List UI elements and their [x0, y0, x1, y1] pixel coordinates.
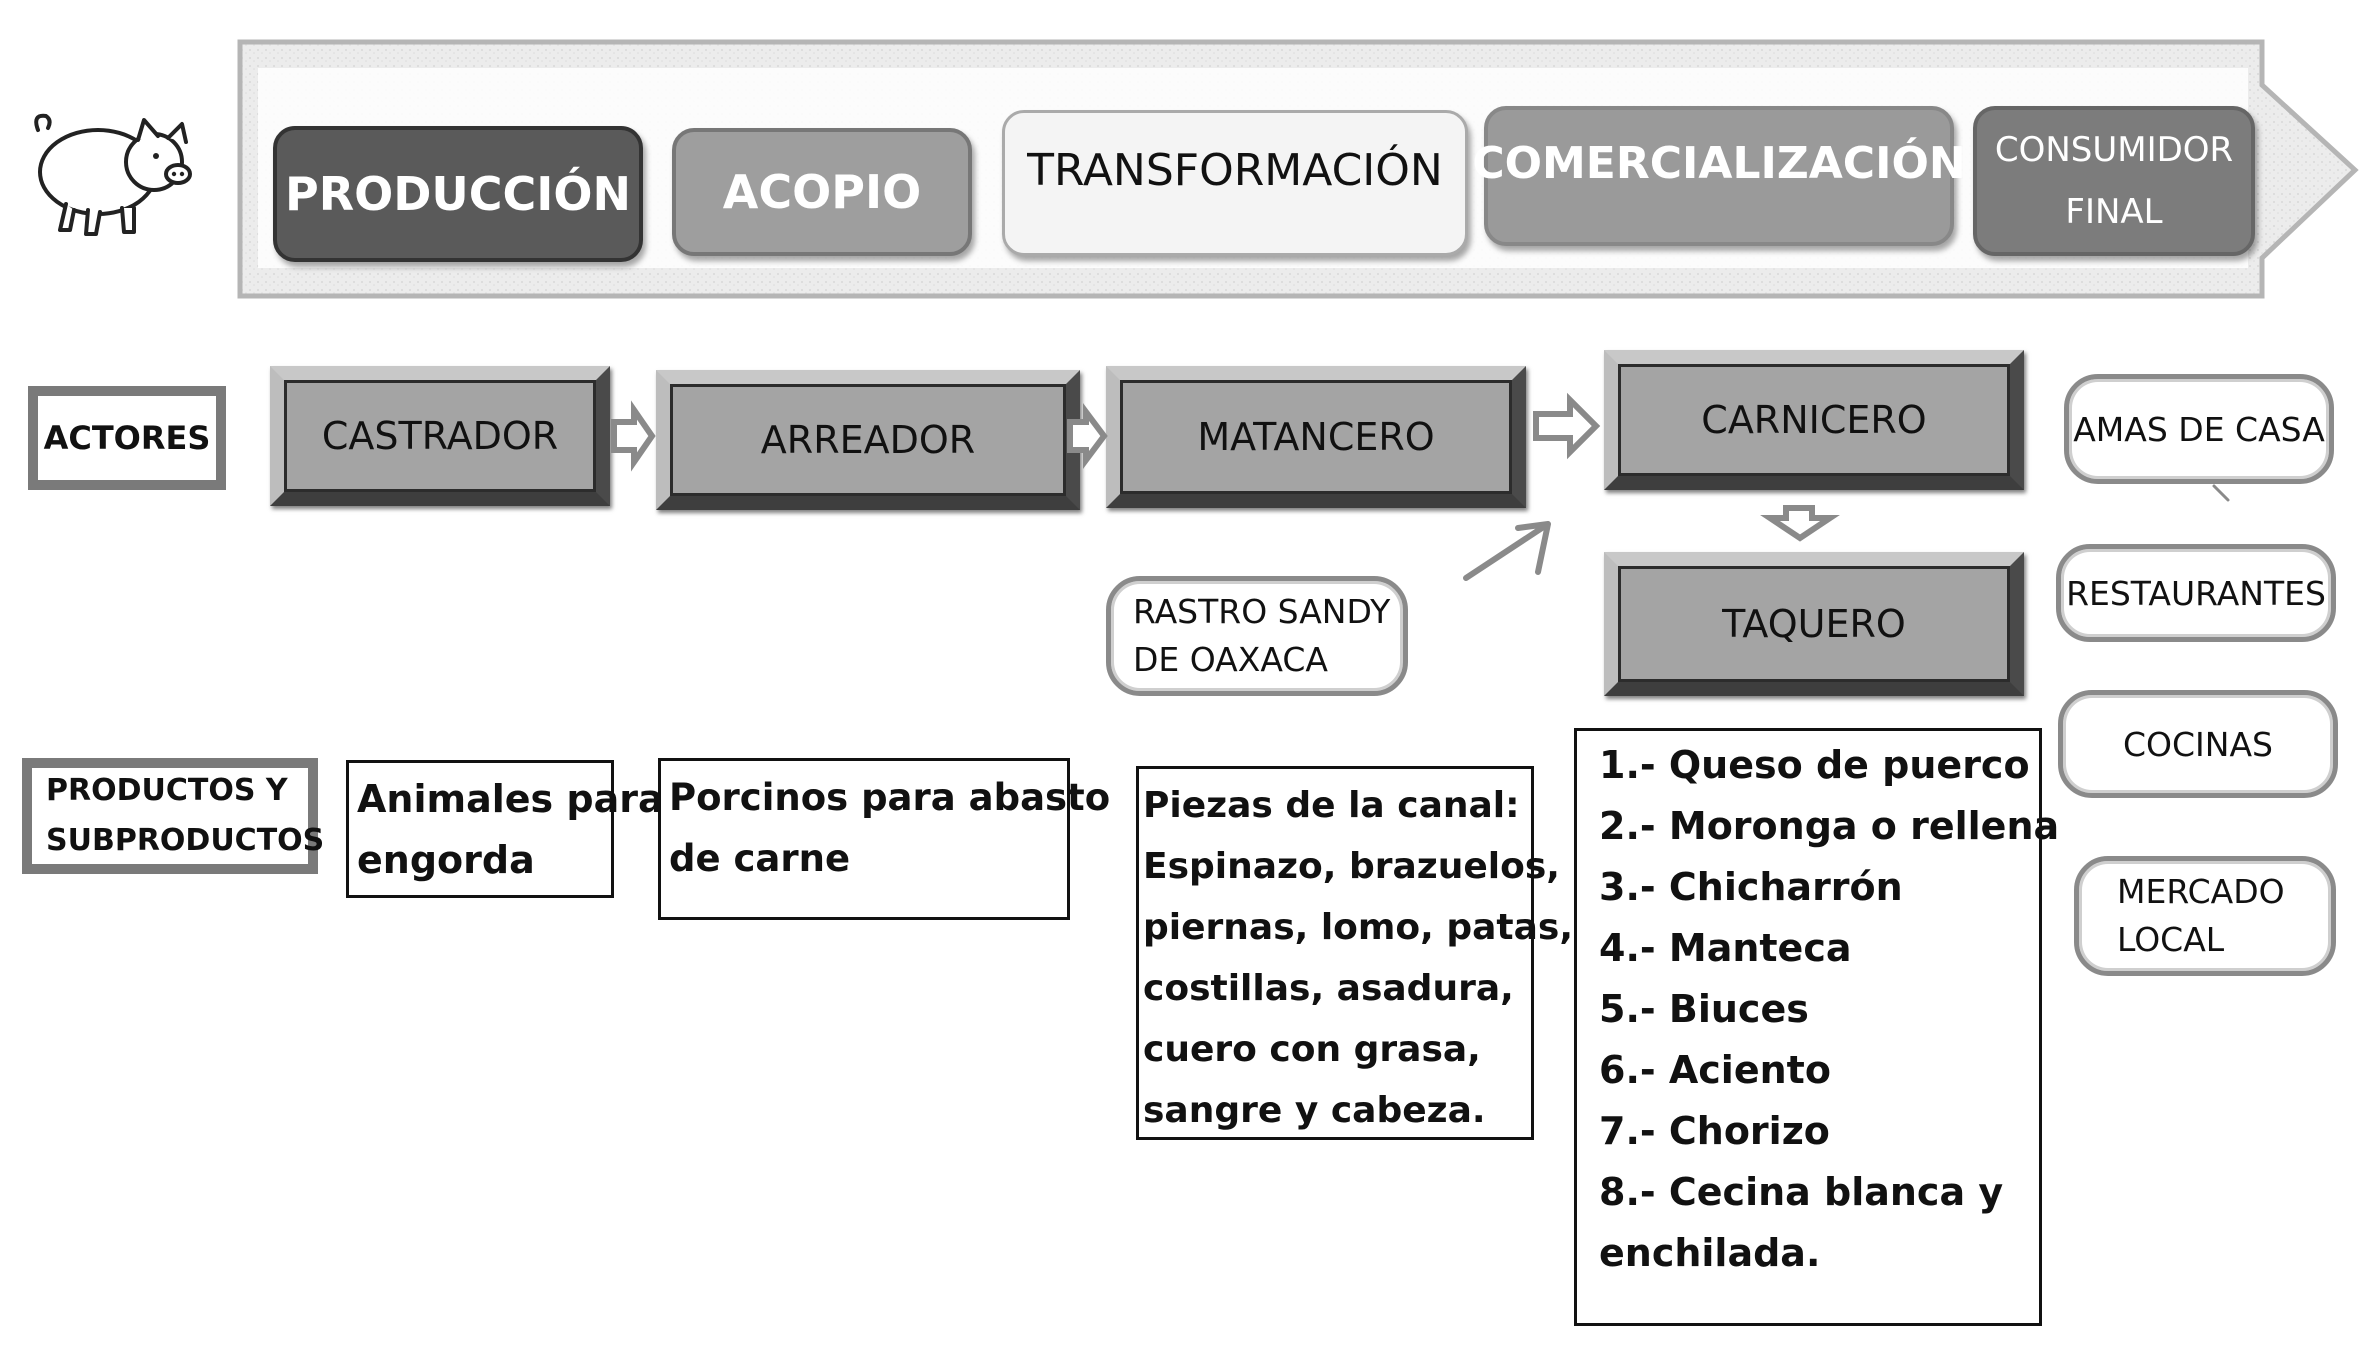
product-carnicero-line7: 7.- Chorizo: [1599, 1109, 1830, 1153]
consumer-cocinas: COCINAS: [2058, 690, 2338, 798]
product-carnicero-line6: 6.- Aciento: [1599, 1048, 1831, 1092]
product-carnicero-line2: 2.- Moronga o rellena: [1599, 804, 2060, 848]
product-matancero-line2: Espinazo, brazuelos,: [1143, 846, 1560, 887]
pig-icon: [34, 113, 192, 236]
product-carnicero-line1: 1.- Queso de puerco: [1599, 743, 2030, 787]
product-carnicero-line9: enchilada.: [1599, 1231, 1821, 1275]
amas-connector: [2212, 484, 2230, 502]
product-matancero-line1: Piezas de la canal:: [1143, 785, 1520, 826]
consumer-mercado-line2: LOCAL: [2117, 920, 2225, 959]
product-carnicero-line3: 3.- Chicharrón: [1599, 865, 1903, 909]
product-matancero-line4: costillas, asadura,: [1143, 968, 1514, 1009]
actor-taquero: TAQUERO: [1604, 552, 2024, 696]
stage-comercializacion: COMERCIALIZACIÓN: [1472, 106, 1966, 246]
stage-produccion-label: PRODUCCIÓN: [284, 167, 631, 221]
stage-acopio: ACOPIO: [672, 128, 972, 256]
product-matancero-line3: piernas, lomo, patas,: [1143, 907, 1574, 948]
rastro-line2: DE OAXACA: [1133, 640, 1328, 679]
stage-transformacion: TRANSFORMACIÓN: [1002, 110, 1468, 256]
actor-carnicero: CARNICERO: [1604, 350, 2024, 490]
stage-produccion: PRODUCCIÓN: [273, 126, 643, 262]
arrow-carnicero-to-taquero: [1760, 505, 1840, 542]
row-label-productos-line2: SUBPRODUCTOS: [46, 823, 325, 858]
actor-carnicero-label: CARNICERO: [1701, 398, 1927, 442]
product-arreador-line2: de carne: [669, 837, 851, 880]
product-carnicero: 1.- Queso de puerco 2.- Moronga o rellen…: [1574, 728, 2060, 1326]
consumer-restaurantes-label: RESTAURANTES: [2066, 573, 2326, 613]
stage-transformacion-label: TRANSFORMACIÓN: [1027, 144, 1443, 196]
consumer-amas-label: AMAS DE CASA: [2073, 409, 2325, 449]
stage-acopio-label: ACOPIO: [722, 165, 922, 219]
rastro-line1: RASTRO SANDY: [1133, 592, 1391, 631]
actor-arreador-label: ARREADOR: [760, 418, 976, 462]
product-matancero-line6: sangre y cabeza.: [1143, 1090, 1486, 1131]
product-arreador: Porcinos para abasto de carne: [658, 758, 1111, 920]
row-label-actores-text: ACTORES: [43, 419, 211, 457]
product-carnicero-line4: 4.- Manteca: [1599, 926, 1852, 970]
product-arreador-line1: Porcinos para abasto: [669, 776, 1111, 819]
product-castrador-line2: engorda: [357, 838, 535, 882]
stage-consumidor-final-label: CONSUMIDOR FINAL: [1994, 130, 2234, 232]
actor-arreador: ARREADOR: [656, 370, 1080, 510]
consumer-mercado-local: MERCADO LOCAL: [2074, 856, 2336, 976]
row-label-productos: PRODUCTOS Y SUBPRODUCTOS: [22, 758, 324, 874]
arrow-rastro-to-carnicero: [1463, 521, 1551, 581]
row-label-productos-line1: PRODUCTOS Y: [46, 773, 288, 808]
stage-comercializacion-label: COMERCIALIZACIÓN: [1472, 137, 1966, 189]
product-matancero: Piezas de la canal: Espinazo, brazuelos,…: [1136, 766, 1574, 1140]
product-castrador: Animales para engorda: [346, 760, 664, 898]
actor-matancero-label: MATANCERO: [1197, 415, 1435, 459]
actor-matancero: MATANCERO: [1106, 366, 1526, 508]
actor-castrador: CASTRADOR: [270, 366, 610, 506]
product-matancero-line5: cuero con grasa,: [1143, 1029, 1481, 1070]
stage-consumidor-final: CONSUMIDOR FINAL: [1973, 106, 2255, 256]
rastro-sandy-box: RASTRO SANDY DE OAXACA: [1106, 576, 1408, 696]
arrow-castrador-to-arreador: [611, 400, 656, 472]
consumer-cocinas-label: COCINAS: [2123, 724, 2273, 764]
consumer-amas-de-casa: AMAS DE CASA: [2064, 374, 2334, 484]
actor-taquero-label: TAQUERO: [1722, 602, 1906, 646]
product-carnicero-line8: 8.- Cecina blanca y: [1599, 1170, 2004, 1214]
consumer-mercado-line1: MERCADO: [2117, 872, 2285, 911]
row-label-actores: ACTORES: [28, 386, 226, 490]
arrow-matancero-to-carnicero: [1533, 392, 1601, 460]
product-carnicero-line5: 5.- Biuces: [1599, 987, 1809, 1031]
consumer-restaurantes: RESTAURANTES: [2056, 544, 2336, 642]
actor-castrador-label: CASTRADOR: [321, 414, 559, 458]
product-castrador-line1: Animales para: [357, 777, 664, 821]
